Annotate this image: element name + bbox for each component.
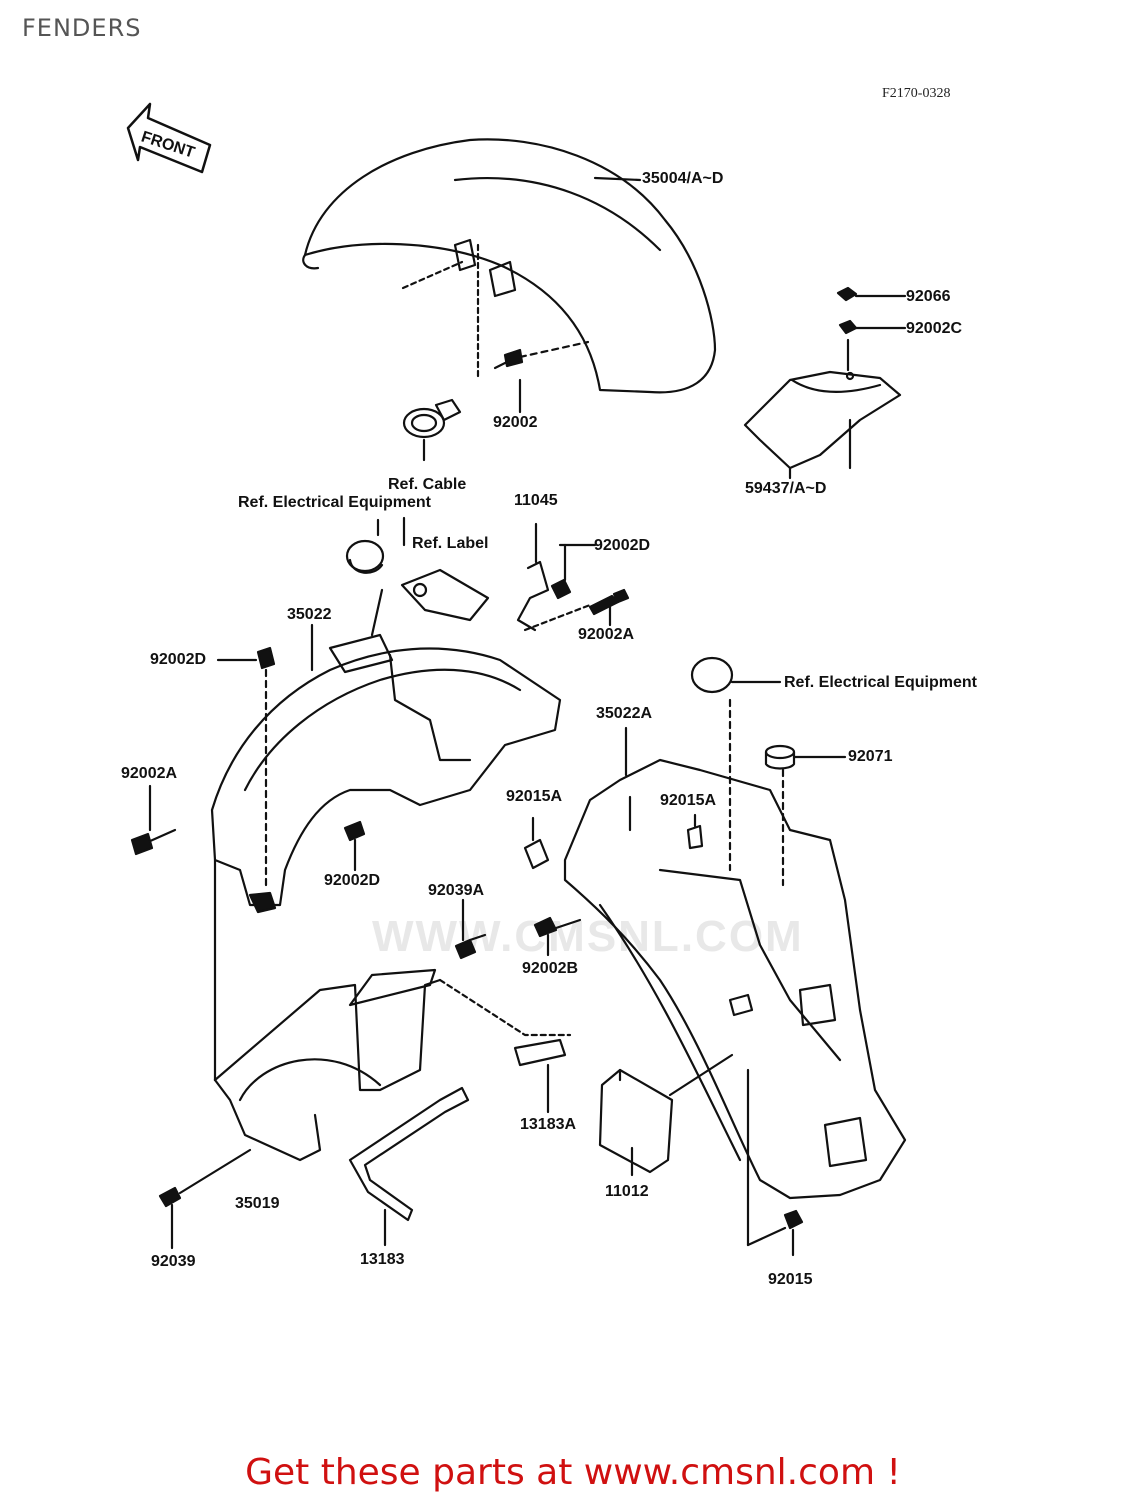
bolt-92039A-icon xyxy=(454,898,487,960)
label-ref-electrical-equipment-1: Ref. Electrical Equipment xyxy=(238,494,431,511)
nut-92002C-icon xyxy=(838,319,907,335)
bolt-92002D-mid-icon xyxy=(343,820,366,872)
bolt-92066-icon xyxy=(836,286,907,302)
fenders-diagram: FRONT xyxy=(126,102,907,1257)
bolt-92002D-left-icon xyxy=(216,646,276,892)
reflector-11012-icon xyxy=(598,1053,734,1177)
nut-92015-icon xyxy=(746,1068,804,1257)
label-11012: 11012 xyxy=(605,1183,649,1200)
inner-fender-35019 xyxy=(213,858,442,1162)
label-11045: 11045 xyxy=(514,492,558,509)
footer-link[interactable]: Get these parts at www.cmsnl.com ! xyxy=(245,1452,901,1493)
bolt-92002D-top-icon xyxy=(550,543,572,600)
label-92015A-2: 92015A xyxy=(660,792,717,809)
clip-92015A-2-icon xyxy=(686,813,704,850)
grommet-92071-icon xyxy=(764,744,847,887)
label-92015A-1: 92015A xyxy=(506,788,563,805)
cable-grommet-icon xyxy=(402,398,462,439)
brace-13183-icon xyxy=(348,1086,470,1247)
label-92002: 92002 xyxy=(493,414,538,431)
label-ref-cable: Ref. Cable xyxy=(388,476,467,493)
label-35022A: 35022A xyxy=(596,705,653,722)
bracket-13183A-icon xyxy=(438,978,572,1114)
bolt-92002B-icon xyxy=(533,916,582,957)
rear-fender-front-35022 xyxy=(210,633,562,914)
bolt-92039-icon xyxy=(158,1148,252,1250)
label-13183A: 13183A xyxy=(520,1116,577,1133)
label-ref-label: Ref. Label xyxy=(412,535,489,552)
label-92002D-mid: 92002D xyxy=(324,872,381,889)
label-92002B: 92002B xyxy=(522,960,579,977)
bolt-92002A-left-icon xyxy=(130,784,177,856)
label-35004: 35004/A~D xyxy=(642,170,724,187)
label-35022: 35022 xyxy=(287,606,332,623)
label-92039A: 92039A xyxy=(428,882,485,899)
label-92002A-top: 92002A xyxy=(578,626,635,643)
label-92066: 92066 xyxy=(906,288,951,305)
clip-92015A-1-icon xyxy=(523,816,550,870)
label-13183: 13183 xyxy=(360,1251,405,1268)
label-ref-icon xyxy=(400,568,490,622)
label-35019: 35019 xyxy=(235,1195,280,1212)
watermark: WWW.CMSNL.COM xyxy=(372,912,804,961)
cover-59437 xyxy=(743,338,902,480)
front-fender xyxy=(302,138,717,394)
clamp-ref-electrical-2-icon xyxy=(690,656,782,872)
bolt-92002-icon xyxy=(493,340,590,370)
label-92071: 92071 xyxy=(848,748,893,765)
label-92002D-top: 92002D xyxy=(594,537,651,554)
label-ref-electrical-equipment-2: Ref. Electrical Equipment xyxy=(784,674,977,691)
diagram-code: F2170-0328 xyxy=(882,86,951,101)
leader-lines xyxy=(310,176,642,832)
label-92002A-left: 92002A xyxy=(121,765,178,782)
label-92039: 92039 xyxy=(151,1253,196,1270)
label-92002D-left: 92002D xyxy=(150,651,207,668)
bolt-92002A-top-icon xyxy=(523,588,630,632)
page-title: FENDERS xyxy=(22,14,142,42)
label-92002C: 92002C xyxy=(906,320,963,337)
clamp-ref-electrical-icon xyxy=(345,539,385,637)
bracket-11045-icon xyxy=(516,522,550,632)
rear-fender-35022A xyxy=(563,758,907,1200)
label-92015: 92015 xyxy=(768,1271,813,1288)
label-59437: 59437/A~D xyxy=(745,480,827,497)
front-arrow-icon: FRONT xyxy=(126,102,212,174)
